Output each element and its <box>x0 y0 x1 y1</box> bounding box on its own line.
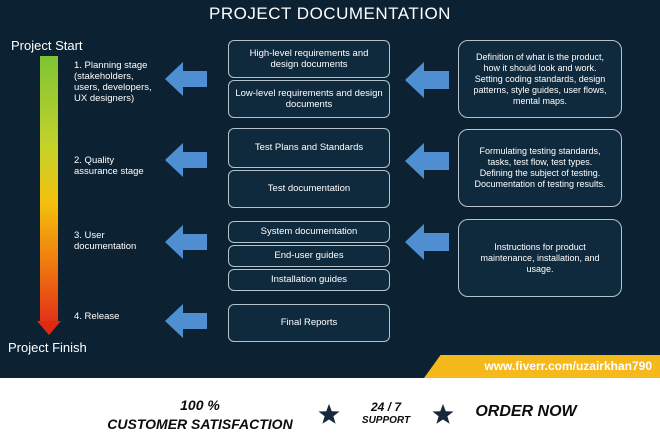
project-start-label: Project Start <box>11 38 83 53</box>
desc-user-documentation: Instructions for product maintenance, in… <box>458 219 622 297</box>
star-icon <box>432 403 454 424</box>
support-hours: 24 / 7 <box>370 400 402 414</box>
left-arrow-icon <box>165 225 207 259</box>
timeline-arrow-tip <box>37 321 61 335</box>
doc-test-documentation: Test documentation <box>228 170 390 208</box>
desc-planning: Definition of what is the product, how i… <box>458 40 622 118</box>
doc-end-user-guides: End-user guides <box>228 245 390 267</box>
doc-final-reports: Final Reports <box>228 304 390 342</box>
satisfaction-percent: 100 % <box>180 397 220 413</box>
left-arrow-icon <box>165 62 207 96</box>
left-arrow-icon <box>165 143 207 177</box>
project-finish-label: Project Finish <box>8 340 87 355</box>
stage-user-documentation: 3. User documentation <box>74 230 137 252</box>
documentation-panel: PROJECT DOCUMENTATION Project Start Proj… <box>0 0 660 378</box>
doc-test-plans: Test Plans and Standards <box>228 128 390 168</box>
star-icon <box>318 403 340 424</box>
fiverr-url: www.fiverr.com/uzairkhan790 <box>484 359 652 373</box>
stage-planning: 1. Planning stage (stakeholders, users, … <box>74 60 152 104</box>
support-label: SUPPORT <box>361 415 411 426</box>
left-arrow-icon <box>405 224 449 260</box>
doc-installation-guides: Installation guides <box>228 269 390 291</box>
timeline-gradient-bar <box>40 56 58 322</box>
url-banner <box>424 355 660 378</box>
doc-low-level-requirements: Low-level requirements and design docume… <box>228 80 390 118</box>
stage-quality-assurance: 2. Quality assurance stage <box>74 155 144 177</box>
doc-high-level-requirements: High-level requirements and design docum… <box>228 40 390 78</box>
left-arrow-icon <box>405 143 449 179</box>
satisfaction-label: CUSTOMER SATISFACTION <box>107 416 293 432</box>
left-arrow-icon <box>165 304 207 338</box>
doc-system-documentation: System documentation <box>228 221 390 243</box>
stage-release: 4. Release <box>74 311 120 322</box>
desc-quality-assurance: Formulating testing standards, tasks, te… <box>458 129 622 207</box>
left-arrow-icon <box>405 62 449 98</box>
order-now-button[interactable]: ORDER NOW <box>475 403 577 420</box>
page-title: PROJECT DOCUMENTATION <box>209 4 451 23</box>
